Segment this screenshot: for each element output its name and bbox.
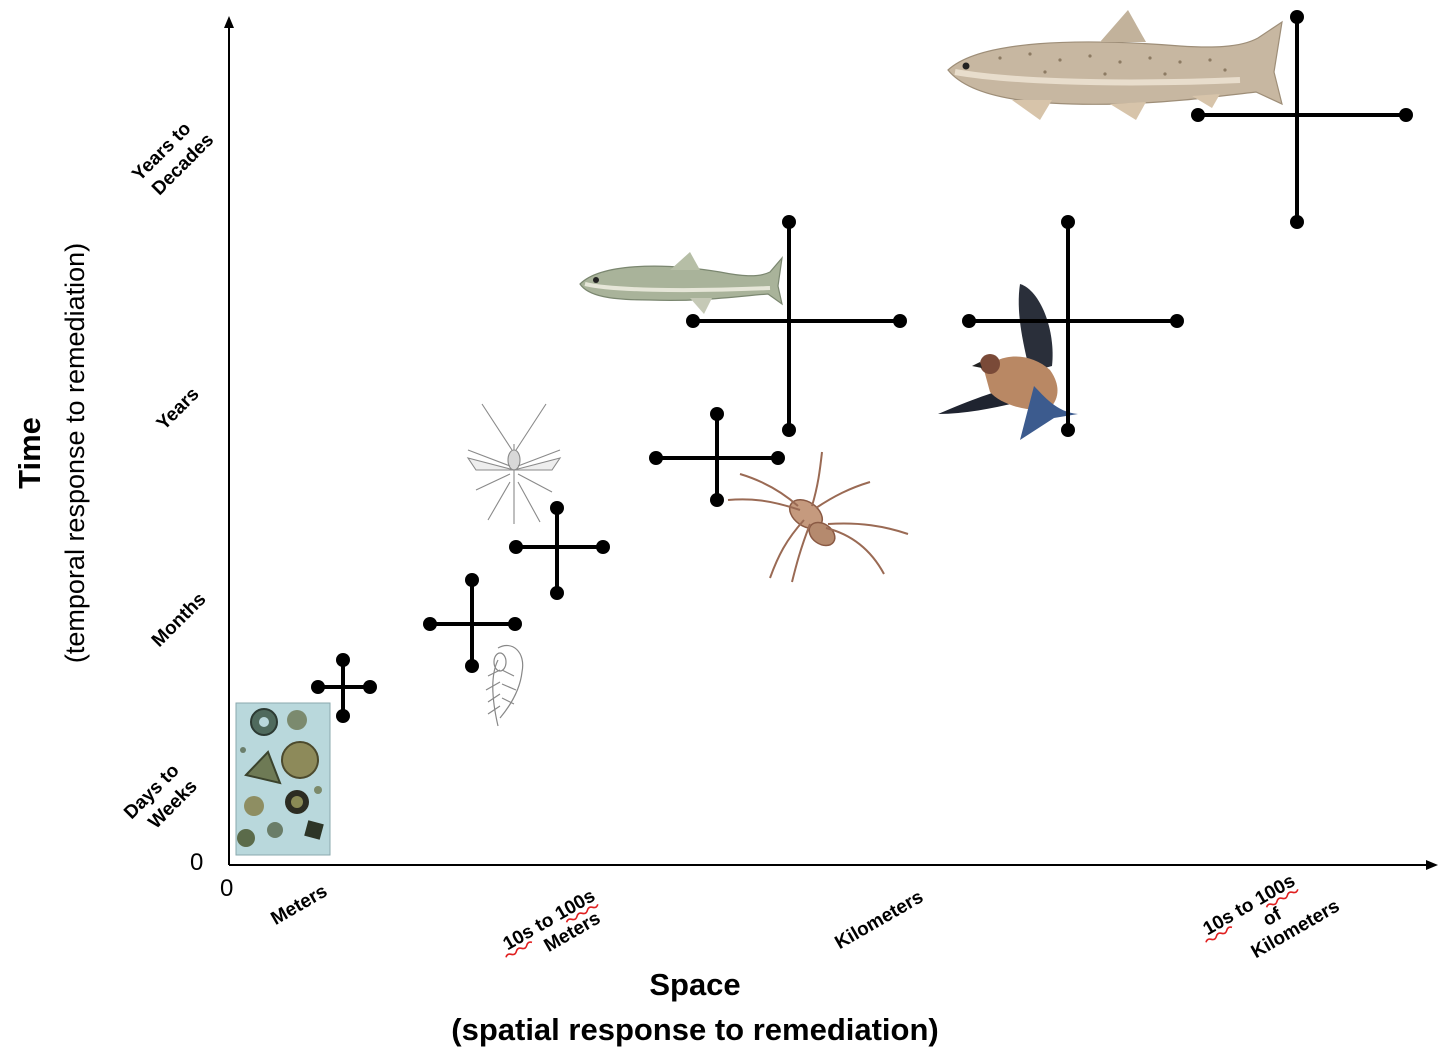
cross-endpoint-dot (311, 680, 325, 694)
cross-endpoint-dot (465, 573, 479, 587)
x-axis-arrowhead (1426, 860, 1438, 870)
range-crosses (311, 10, 1413, 723)
range-cross-4 (649, 407, 785, 507)
cross-endpoint-dot (1191, 108, 1205, 122)
cross-endpoint-dot (710, 493, 724, 507)
spider-image (727, 451, 909, 583)
range-cross-5 (686, 215, 907, 437)
cross-endpoint-dot (1061, 423, 1075, 437)
cross-endpoint-dot (771, 451, 785, 465)
spellcheck-underline (505, 941, 533, 958)
cross-endpoint-dot (649, 451, 663, 465)
y-axis-arrowhead (224, 16, 234, 28)
cross-endpoint-dot (1061, 215, 1075, 229)
x-tick-tens-meters: 10s to 100s Meters (500, 886, 604, 958)
cross-endpoint-dot (1170, 314, 1184, 328)
axes (224, 16, 1438, 870)
cross-endpoint-dot (686, 314, 700, 328)
spellcheck-underline (1265, 889, 1299, 908)
cross-endpoint-dot (710, 407, 724, 421)
midge-insect-drawing (466, 403, 562, 524)
spellcheck-underline (1205, 926, 1233, 943)
y-tick-years-to-decades: Years to Decades (128, 118, 218, 199)
x-tick-tens-km: 10s to 100s of Kilometers (1200, 871, 1344, 963)
cross-endpoint-dot (782, 423, 796, 437)
y-tick-months-label: Months (148, 589, 211, 652)
x-axis-title-main: Space (649, 967, 740, 1002)
cross-endpoint-dot (782, 215, 796, 229)
cross-endpoint-dot (508, 617, 522, 631)
range-cross-6 (962, 215, 1184, 437)
cross-endpoint-dot (1399, 108, 1413, 122)
y-axis-title-main: Time (12, 417, 47, 489)
cross-endpoint-dot (336, 653, 350, 667)
cross-endpoint-dot (1290, 10, 1304, 24)
x-tick-meters-label: Meters (267, 881, 331, 930)
range-cross-2 (423, 573, 522, 673)
diatom-microscope-image (235, 702, 331, 856)
range-cross-3 (509, 501, 610, 600)
cross-endpoint-dot (1290, 215, 1304, 229)
y-tick-days-to-weeks: Days to Weeks (120, 760, 201, 833)
cross-endpoint-dot (423, 617, 437, 631)
cross-endpoint-dot (550, 586, 564, 600)
zooplankton-drawing (485, 644, 524, 727)
origin-x-label: 0 (220, 875, 233, 902)
x-tick-kilometers-label: Kilometers (831, 887, 927, 954)
x-tick-kilometers: Kilometers (831, 887, 927, 954)
y-tick-years-label: Years (153, 384, 204, 435)
y-axis-title: Time (temporal response to remediation) (12, 243, 90, 663)
y-axis-title-sub: (temporal response to remediation) (60, 243, 90, 663)
origin-y-label: 0 (190, 849, 203, 876)
swallow-bird-image (938, 284, 1078, 440)
spellcheck-underline (565, 904, 599, 923)
y-tick-months: Months (148, 589, 211, 652)
cross-endpoint-dot (336, 709, 350, 723)
small-fish-image (579, 252, 783, 314)
cross-endpoint-dot (509, 540, 523, 554)
trout-fish-image (947, 10, 1283, 120)
range-cross-1 (311, 653, 377, 723)
y-tick-years: Years (153, 384, 204, 435)
x-axis-title-sub: (spatial response to remediation) (451, 1012, 939, 1047)
x-tick-meters: Meters (267, 881, 331, 930)
cross-endpoint-dot (962, 314, 976, 328)
cross-endpoint-dot (550, 501, 564, 515)
cross-endpoint-dot (465, 659, 479, 673)
cross-endpoint-dot (596, 540, 610, 554)
cross-endpoint-dot (893, 314, 907, 328)
cross-endpoint-dot (363, 680, 377, 694)
range-cross-7 (1191, 10, 1413, 229)
